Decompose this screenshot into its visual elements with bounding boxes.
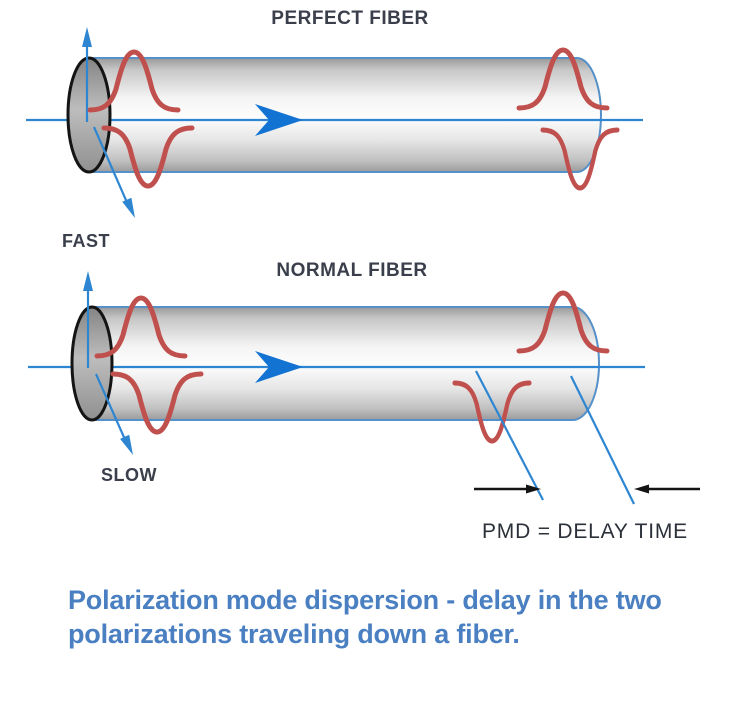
propagation-arrow-icon	[255, 351, 303, 383]
diagonal-axis-arrowhead-icon	[122, 197, 135, 218]
fast-axis-arrowhead-icon	[83, 271, 93, 291]
fiber-input-face	[70, 305, 114, 422]
fast-axis-label: FAST	[62, 231, 111, 251]
wavefront-line-fast	[570, 375, 635, 505]
slow-axis-label: SLOW	[101, 465, 157, 485]
normal-fiber-title: NORMAL FIBER	[276, 260, 428, 281]
fiber-end-cap	[572, 306, 600, 421]
fiber-cylinder	[89, 58, 601, 172]
propagation-arrow-icon	[255, 104, 303, 136]
slow-axis-arrowhead-icon	[120, 434, 133, 455]
fiber-cylinder	[92, 307, 599, 420]
caption-line-1: Polarization mode dispersion - delay in …	[68, 585, 662, 615]
diagonal-axis-arrow-line	[92, 126, 131, 208]
wavefront-line-slow	[475, 370, 544, 501]
delay-arrow-left-head-icon	[526, 484, 541, 494]
perfect-fiber-title: PERFECT FIBER	[271, 8, 429, 29]
fiber-end-cap	[576, 57, 602, 173]
fiber-input-face	[66, 56, 112, 174]
perfect-fiber-figure	[26, 27, 643, 218]
vertical-axis-arrowhead-icon	[82, 27, 92, 47]
caption: Polarization mode dispersion - delay in …	[68, 583, 748, 651]
caption-line-2: polarizations traveling down a fiber.	[68, 619, 520, 649]
pmd-delay-label: PMD = DELAY TIME	[482, 520, 688, 543]
delay-arrow-right-head-icon	[634, 484, 649, 494]
slow-axis-arrow-line	[94, 373, 129, 445]
normal-fiber-figure	[28, 271, 700, 505]
